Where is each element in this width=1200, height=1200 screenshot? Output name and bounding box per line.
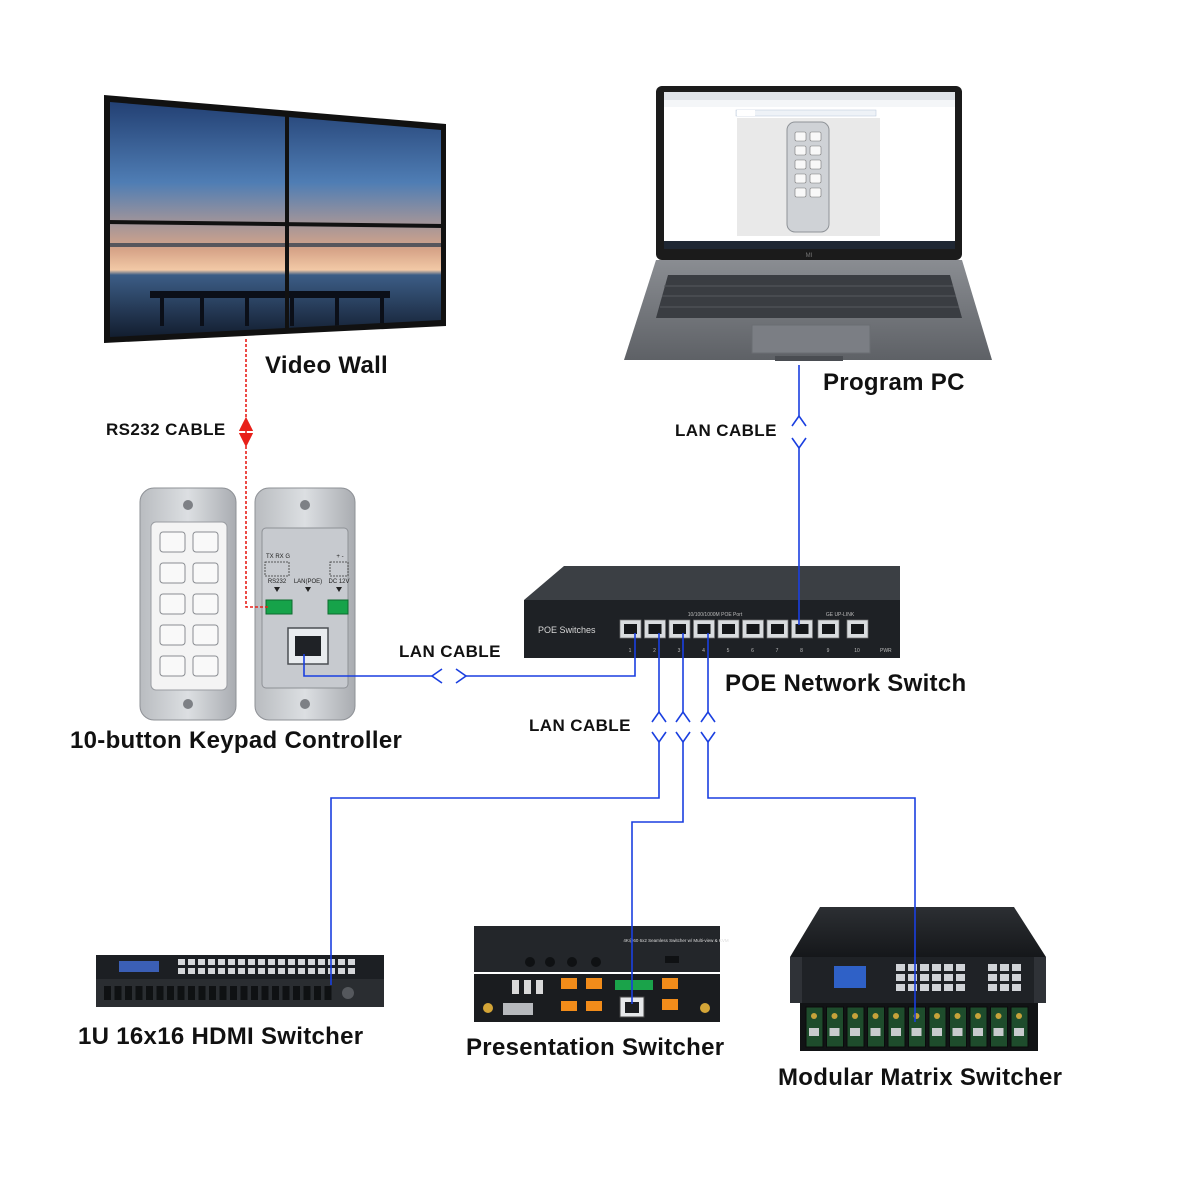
poe-port-4: 4 [693, 619, 715, 654]
poe-port-row: 1 2 3 4 5 6 7 8 9 10 [619, 619, 869, 654]
poe-port-10: 10 [846, 619, 869, 654]
lan-cable-pc-label: LAN CABLE [675, 421, 777, 440]
poe-port-number: 1 [629, 648, 632, 654]
hdmi-switcher-icon [96, 955, 384, 1007]
keypad-dc-pins: + - [336, 554, 343, 560]
poe-port-number: 10 [854, 648, 860, 654]
video-wall-label: Video Wall [265, 352, 389, 379]
poe-pwr-label: PWR [880, 648, 892, 654]
poe-port-number: 4 [702, 648, 705, 654]
poe-port-number: 9 [827, 648, 830, 654]
poe-port-5: 5 [717, 619, 740, 654]
hdmi-switcher-label: 1U 16x16 HDMI Switcher [78, 1023, 364, 1050]
poe-port-8: 8 [791, 619, 813, 654]
poe-port-number: 7 [776, 648, 779, 654]
poe-brand-label: POE Switches [538, 625, 596, 635]
lan-cable-bottom-label: LAN CABLE [529, 716, 631, 735]
pres-title: 4K@60 6x2 Seamless Switcher w/ Multi-vie… [623, 938, 729, 943]
poe-uplink-caption: GE UP-LINK [826, 612, 855, 618]
rs232-cable-label: RS232 CABLE [106, 420, 226, 439]
keypad-rs232-label: RS232 [268, 579, 287, 585]
poe-port-number: 8 [800, 648, 803, 654]
lan-cables [303, 365, 916, 1022]
poe-port-caption: 10/100/1000M POE Port [688, 612, 743, 618]
poe-port-9: 9 [817, 619, 840, 654]
lan-cable-keypad-label: LAN CABLE [399, 642, 501, 661]
program-pc-label: Program PC [823, 369, 965, 396]
presentation-switcher-label: Presentation Switcher [466, 1034, 725, 1061]
poe-port-number: 5 [727, 648, 730, 654]
poe-switch-icon: POE Switches 10/100/1000M POE Port GE UP… [524, 566, 900, 658]
modular-matrix-icon [790, 907, 1046, 1051]
poe-port-number: 3 [678, 648, 681, 654]
poe-port-number: 2 [653, 648, 656, 654]
poe-switch-label: POE Network Switch [725, 670, 967, 697]
poe-port-3: 3 [668, 619, 691, 654]
poe-port-7: 7 [766, 619, 789, 654]
poe-port-number: 6 [751, 648, 754, 654]
keypad-controller-label: 10-button Keypad Controller [70, 727, 403, 754]
laptop-icon: MI [624, 86, 992, 361]
keypad-lan-label: LAN(POE) [294, 579, 322, 585]
keypad-controller-icon: TX RX G RS232 + - DC 12V LAN(POE) [139, 487, 356, 721]
presentation-switcher-icon: 4K@60 6x2 Seamless Switcher w/ Multi-vie… [474, 926, 729, 1022]
poe-port-6: 6 [742, 619, 764, 654]
poe-port-2: 2 [644, 619, 666, 654]
laptop-brand: MI [806, 253, 813, 259]
modular-matrix-label: Modular Matrix Switcher [778, 1064, 1063, 1091]
rs232-cable [238, 339, 270, 608]
video-wall-icon [104, 95, 446, 343]
keypad-rs232-pins: TX RX G [266, 554, 290, 560]
keypad-dc-label: DC 12V [328, 579, 349, 585]
